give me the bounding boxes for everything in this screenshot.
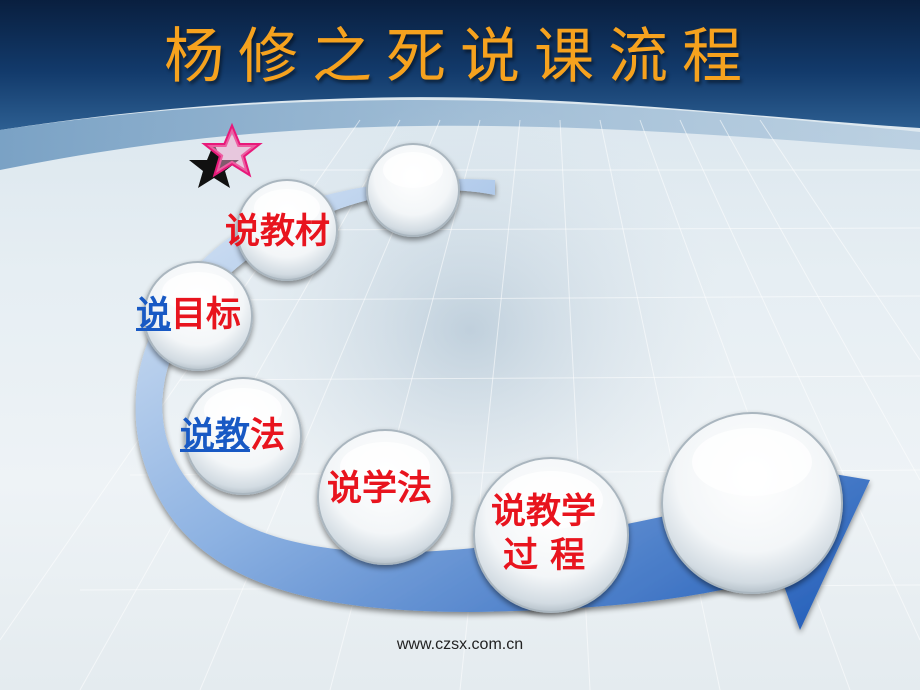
step-label-process-line1: 说教学 xyxy=(491,492,597,532)
slide-title: 杨修之死说课流程 xyxy=(164,22,756,92)
globe-background xyxy=(210,100,730,560)
step-ball-teaching-material xyxy=(236,179,338,281)
step-ball-learning-method xyxy=(317,429,453,565)
step-label-teaching-method: 说教法 xyxy=(180,417,285,456)
teaching-method-link[interactable]: 说教 xyxy=(180,416,251,456)
step-ball-teaching-method xyxy=(184,377,302,495)
objectives-link[interactable]: 说 xyxy=(136,295,172,335)
step-label-process-line2: 过 程 xyxy=(503,536,586,576)
step-ball-empty-large xyxy=(661,412,843,594)
step-label-learning-method: 说学法 xyxy=(327,469,433,509)
step-label-teaching-material: 说教材 xyxy=(225,212,331,252)
teaching-method-suffix: 法 xyxy=(250,416,286,456)
footer-url: www.czsx.com.cn xyxy=(396,636,524,653)
step-ball-teaching-process xyxy=(473,457,629,613)
header-band xyxy=(0,0,920,130)
pink-black-star-icon xyxy=(189,122,263,188)
header-wave xyxy=(0,100,920,170)
step-ball-objectives xyxy=(143,261,253,371)
step-label-objectives: 说目标 xyxy=(136,296,241,335)
step-ball-empty-top xyxy=(366,143,460,237)
objectives-suffix: 目标 xyxy=(171,295,242,335)
